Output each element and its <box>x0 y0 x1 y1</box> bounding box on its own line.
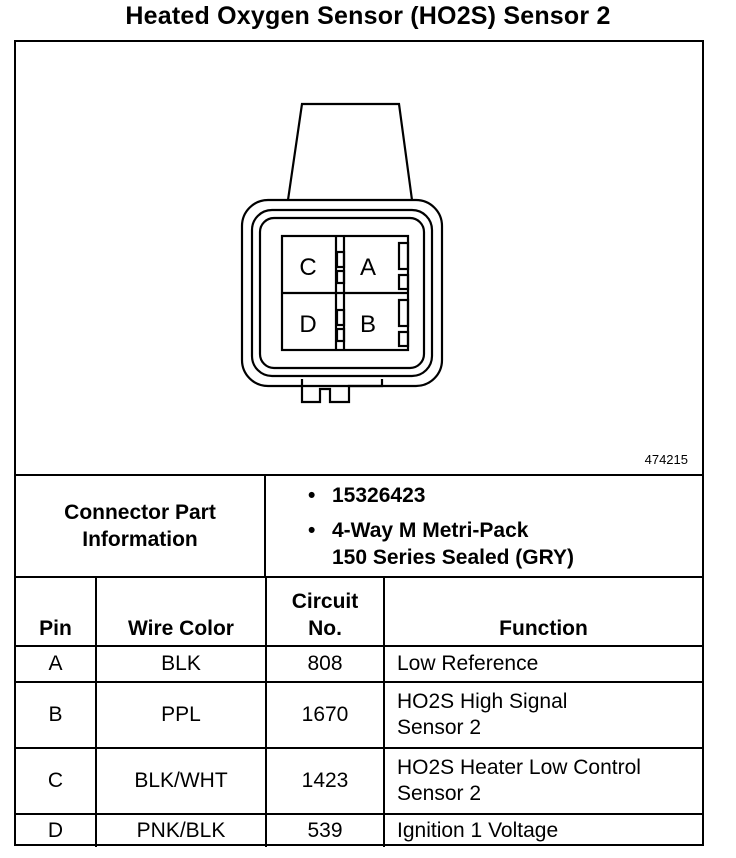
function-cell: HO2S High Signal Sensor 2 <box>383 681 702 749</box>
header-wire-color: Wire Color <box>95 578 267 647</box>
bullet-dot: • <box>308 519 316 542</box>
connector-housing-inner <box>258 216 426 370</box>
table-row: D PNK/BLK 539 Ignition 1 Voltage <box>16 813 702 847</box>
part-info-label: Connector Part Information <box>16 476 266 576</box>
function-line1: HO2S High Signal <box>397 690 568 713</box>
pin-table: Pin Wire Color Circuit No. Function A BL… <box>16 578 702 847</box>
connector-latch <box>286 102 414 201</box>
table-row: C BLK/WHT 1423 HO2S Heater Low Control S… <box>16 747 702 815</box>
circuit-cell: 1423 <box>265 747 385 815</box>
wire-color-cell: PNK/BLK <box>95 813 267 847</box>
header-circuit-line1: Circuit <box>291 590 359 613</box>
page-title: Heated Oxygen Sensor (HO2S) Sensor 2 <box>125 2 611 30</box>
part-info-label-line1: Connector Part <box>64 501 216 524</box>
function-cell: Ignition 1 Voltage <box>383 813 702 847</box>
figure-number: 474215 <box>644 452 688 467</box>
function-line1: Ignition 1 Voltage <box>397 819 559 842</box>
pin-cell: D <box>16 813 97 847</box>
wire-color-cell: PPL <box>95 681 267 749</box>
part-info-values: • 15326423 • 4-Way M Metri-Pack 150 Seri… <box>266 476 702 576</box>
bullet-dot: • <box>308 484 316 507</box>
table-row: B PPL 1670 HO2S High Signal Sensor 2 <box>16 681 702 749</box>
header-circuit-line2: No. <box>308 617 342 640</box>
pin-label-d: D <box>299 311 316 338</box>
function-line2: Sensor 2 <box>397 782 482 805</box>
pin-label-b: B <box>360 311 376 338</box>
header-function: Function <box>383 578 702 647</box>
circuit-cell: 539 <box>265 813 385 847</box>
connector-housing-outer <box>240 198 444 388</box>
connector-face-drawing: C A D B <box>240 102 444 404</box>
connector-housing-ring <box>250 208 434 378</box>
function-line2: Sensor 2 <box>397 716 482 739</box>
function-cell: Low Reference <box>383 645 702 683</box>
part-info-label-line2: Information <box>82 528 198 551</box>
connector-part-info-row: Connector Part Information • 15326423 • … <box>16 476 702 578</box>
function-line1: HO2S Heater Low Control <box>397 756 641 779</box>
header-pin: Pin <box>16 578 97 647</box>
connector-type-line1: 4-Way M Metri-Pack <box>332 519 529 542</box>
connector-diagram: C A D B 474215 <box>16 42 702 476</box>
pin-label-a: A <box>360 254 376 281</box>
pin-cell: C <box>16 747 97 815</box>
connector-key <box>300 379 384 404</box>
pin-cell: B <box>16 681 97 749</box>
header-circuit: Circuit No. <box>265 578 385 647</box>
function-cell: HO2S Heater Low Control Sensor 2 <box>383 747 702 815</box>
wire-color-cell: BLK <box>95 645 267 683</box>
part-number: 15326423 <box>332 484 426 507</box>
pin-table-header: Pin Wire Color Circuit No. Function <box>16 578 702 647</box>
connector-sheet: C A D B 474215 Connector Part Informatio… <box>14 40 704 847</box>
circuit-cell: 1670 <box>265 681 385 749</box>
pin-label-c: C <box>299 254 316 281</box>
function-line1: Low Reference <box>397 652 539 675</box>
pin-cell: A <box>16 645 97 683</box>
circuit-cell: 808 <box>265 645 385 683</box>
table-row: A BLK 808 Low Reference <box>16 645 702 683</box>
connector-type-line2: 150 Series Sealed (GRY) <box>332 546 575 569</box>
wire-color-cell: BLK/WHT <box>95 747 267 815</box>
